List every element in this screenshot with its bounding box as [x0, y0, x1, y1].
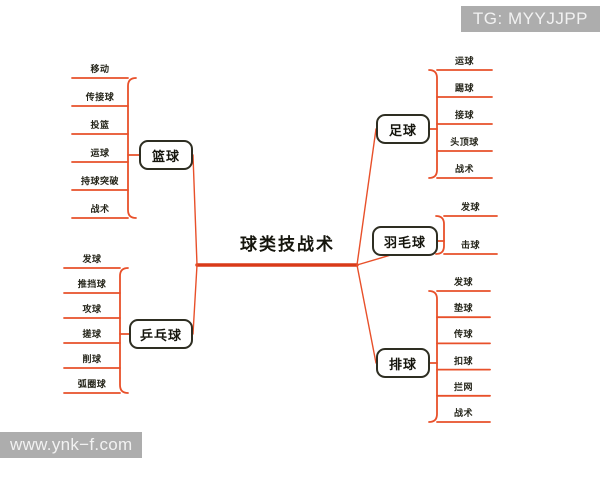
leaf-football-3[interactable]: 头顶球: [450, 138, 479, 148]
leaf-volleyball-0[interactable]: 发球: [453, 278, 474, 288]
leaf-volleyball-1[interactable]: 垫球: [453, 304, 474, 315]
leaf-tabletennis-3[interactable]: 搓球: [82, 330, 102, 340]
connector-lines: [63, 69, 498, 423]
branch-node-tabletennis[interactable]: 乒乓球: [129, 319, 193, 349]
branch-node-football[interactable]: 足球: [376, 114, 430, 144]
leaf-football-2[interactable]: 接球: [454, 111, 475, 121]
leaf-badminton-1[interactable]: 击球: [460, 241, 481, 251]
leaf-tabletennis-4[interactable]: 削球: [82, 355, 102, 365]
leaf-basketball-2[interactable]: 投篮: [90, 121, 110, 131]
leaf-football-0[interactable]: 运球: [454, 57, 475, 67]
leaf-tabletennis-2[interactable]: 攻球: [82, 305, 102, 315]
leaf-basketball-1[interactable]: 传接球: [85, 93, 115, 103]
connector-spine: [428, 69, 438, 179]
leaf-tabletennis-1[interactable]: 推挡球: [77, 280, 107, 290]
connector-spine: [119, 267, 129, 394]
leaf-basketball-3[interactable]: 运球: [90, 149, 110, 159]
connector-segment: [356, 128, 377, 266]
leaf-volleyball-5[interactable]: 战术: [453, 409, 474, 419]
leaf-football-4[interactable]: 战术: [454, 165, 475, 175]
branch-node-badminton[interactable]: 羽毛球: [372, 226, 438, 256]
connector-segment: [356, 264, 377, 364]
watermark-top-right: TG: MYYJJPP: [460, 6, 600, 32]
leaf-football-1[interactable]: 踢球: [454, 84, 475, 94]
connector-segment: [192, 264, 198, 335]
center-node[interactable]: 球类技战术: [240, 235, 335, 255]
leaf-basketball-5[interactable]: 战术: [90, 205, 110, 215]
connector-segment: [192, 154, 198, 266]
connector-spine: [127, 77, 137, 219]
leaf-volleyball-4[interactable]: 拦网: [453, 382, 474, 393]
watermark-bottom-left: www.ynk−f.com: [0, 432, 143, 458]
leaf-tabletennis-5[interactable]: 弧圈球: [77, 380, 107, 390]
leaf-volleyball-2[interactable]: 传球: [453, 330, 474, 341]
leaf-tabletennis-0[interactable]: 发球: [82, 255, 102, 265]
leaf-basketball-0[interactable]: 移动: [90, 65, 110, 75]
leaf-badminton-0[interactable]: 发球: [460, 203, 481, 213]
leaf-volleyball-3[interactable]: 扣球: [453, 356, 474, 367]
branch-node-basketball[interactable]: 篮球: [139, 140, 193, 170]
connector-spine: [435, 215, 445, 255]
connector-spine: [428, 290, 438, 423]
leaf-basketball-4[interactable]: 持球突破: [80, 177, 120, 187]
branch-node-volleyball[interactable]: 排球: [376, 348, 430, 378]
